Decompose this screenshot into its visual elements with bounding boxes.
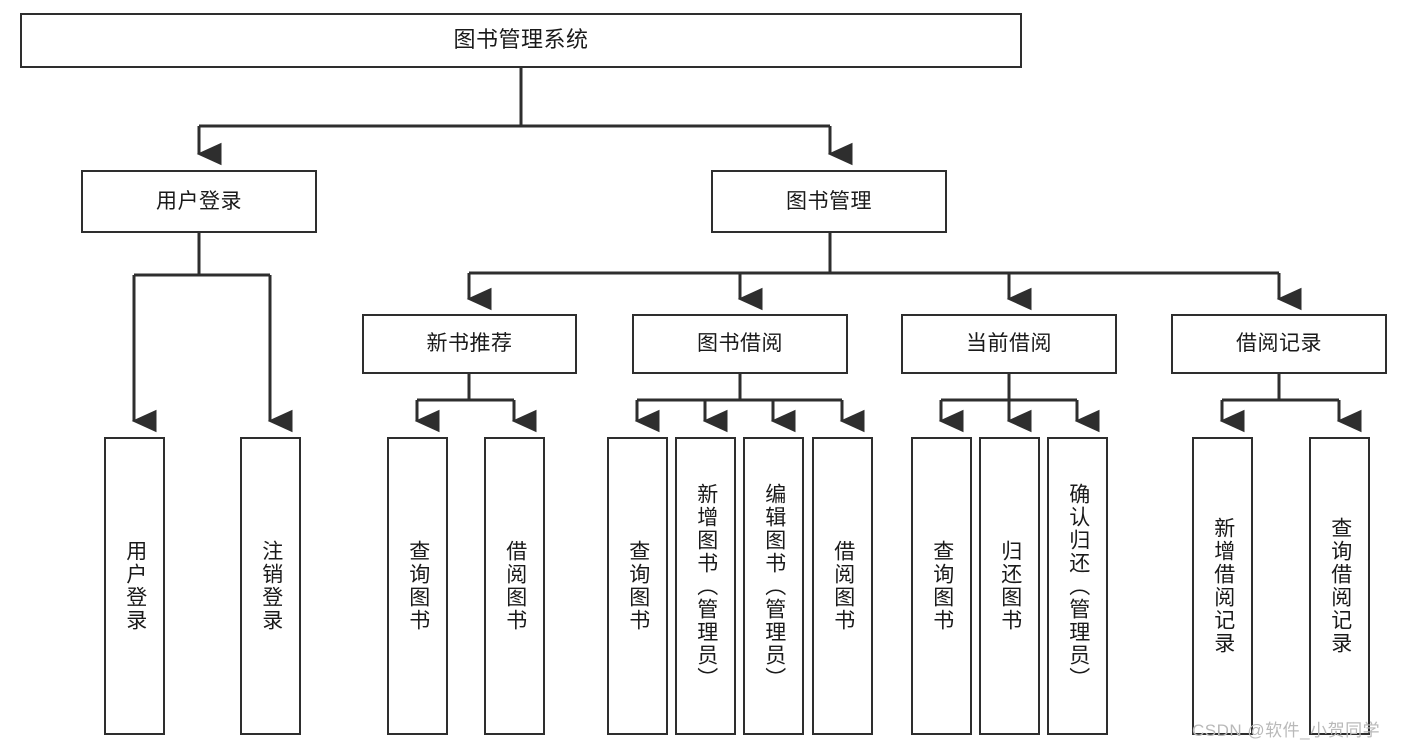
node-leaf-user-logout[interactable]: 注销登录 (240, 437, 301, 735)
node-leaf-borrow-book[interactable]: 借阅图书 (812, 437, 873, 735)
node-label: 借阅记录 (1236, 332, 1322, 356)
node-label: 新增图书（管理员） (694, 482, 718, 690)
node-label: 确认归还（管理员） (1066, 482, 1090, 690)
node-label: 图书管理 (786, 189, 872, 213)
node-leaf-return-book[interactable]: 归还图书 (979, 437, 1040, 735)
node-current-borrow[interactable]: 当前借阅 (901, 314, 1117, 374)
node-root-system[interactable]: 图书管理系统 (20, 13, 1022, 68)
node-label: 注销登录 (259, 540, 283, 632)
node-label: 借阅图书 (503, 540, 527, 632)
node-label: 图书管理系统 (453, 27, 589, 53)
node-label: 查询图书 (406, 540, 430, 632)
node-leaf-user-login[interactable]: 用户登录 (104, 437, 165, 735)
node-label: 用户登录 (156, 189, 242, 213)
node-label: 新增借阅记录 (1211, 517, 1235, 655)
node-label: 查询借阅记录 (1328, 517, 1352, 655)
node-book-manage[interactable]: 图书管理 (711, 170, 947, 233)
node-leaf-borrow-book-rec[interactable]: 借阅图书 (484, 437, 545, 735)
node-label: 图书借阅 (697, 332, 783, 356)
node-leaf-query-book-borrow[interactable]: 查询图书 (607, 437, 668, 735)
node-label: 新书推荐 (426, 332, 513, 356)
node-leaf-edit-book[interactable]: 编辑图书（管理员） (743, 437, 804, 735)
node-label: 当前借阅 (966, 332, 1052, 356)
node-leaf-add-borrow-record[interactable]: 新增借阅记录 (1192, 437, 1253, 735)
node-label: 查询图书 (626, 540, 650, 632)
node-leaf-add-book[interactable]: 新增图书（管理员） (675, 437, 736, 735)
node-label: 查询图书 (930, 540, 954, 632)
node-leaf-confirm-return[interactable]: 确认归还（管理员） (1047, 437, 1108, 735)
node-label: 编辑图书（管理员） (762, 482, 786, 690)
node-user-login[interactable]: 用户登录 (81, 170, 317, 233)
node-label: 归还图书 (998, 540, 1022, 632)
node-book-borrow[interactable]: 图书借阅 (632, 314, 848, 374)
node-new-book-recommend[interactable]: 新书推荐 (362, 314, 577, 374)
node-leaf-query-book-rec[interactable]: 查询图书 (387, 437, 448, 735)
node-borrow-record[interactable]: 借阅记录 (1171, 314, 1387, 374)
node-leaf-query-borrow-record[interactable]: 查询借阅记录 (1309, 437, 1370, 735)
csdn-watermark: CSDN @软件_小贺同学 (1192, 721, 1381, 740)
node-label: 借阅图书 (831, 540, 855, 632)
node-leaf-query-book-current[interactable]: 查询图书 (911, 437, 972, 735)
node-label: 用户登录 (123, 540, 147, 632)
